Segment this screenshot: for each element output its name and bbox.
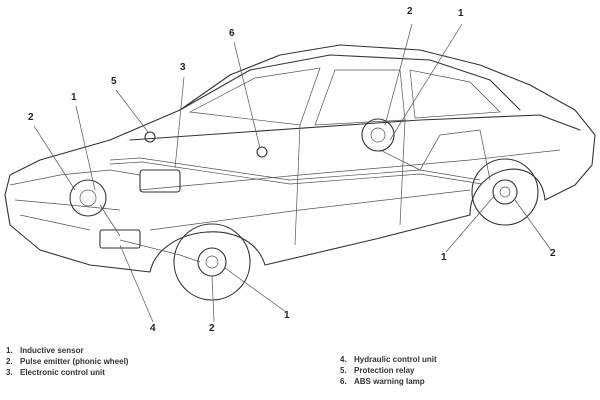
- callout-2: 2: [407, 6, 413, 17]
- legend-item: 1.Inductive sensor: [6, 346, 84, 355]
- callout-2: 2: [28, 112, 34, 123]
- legend-item: 3.Electronic control unit: [6, 368, 105, 377]
- legend-label: ABS warning lamp: [354, 377, 425, 386]
- car-line-drawing: [4, 23, 596, 323]
- legend-label: Pulse emitter (phonic wheel): [20, 357, 129, 366]
- legend-label: Electronic control unit: [20, 368, 105, 377]
- legend-item: 4.Hydraulic control unit: [340, 355, 437, 364]
- callout-6: 6: [229, 28, 235, 39]
- legend-item: 5.Protection relay: [340, 366, 415, 375]
- legend-label: Inductive sensor: [20, 346, 84, 355]
- callout-1: 1: [441, 252, 447, 263]
- legend-right: 4.Hydraulic control unit 5.Protection re…: [340, 354, 437, 387]
- legend-item: 2.Pulse emitter (phonic wheel): [6, 357, 129, 366]
- callout-1: 1: [458, 8, 464, 19]
- legend-label: Protection relay: [354, 366, 415, 375]
- legend-left: 1.Inductive sensor 2.Pulse emitter (phon…: [6, 345, 128, 378]
- callout-2: 2: [550, 248, 556, 259]
- callout-5: 5: [111, 76, 117, 87]
- callout-3: 3: [180, 62, 186, 73]
- callout-1: 1: [284, 310, 290, 321]
- legend-item: 6.ABS warning lamp: [340, 377, 425, 386]
- legend-label: Hydraulic control unit: [354, 355, 437, 364]
- callout-4: 4: [150, 323, 156, 334]
- callout-2: 2: [209, 323, 215, 334]
- callout-1: 1: [71, 92, 77, 103]
